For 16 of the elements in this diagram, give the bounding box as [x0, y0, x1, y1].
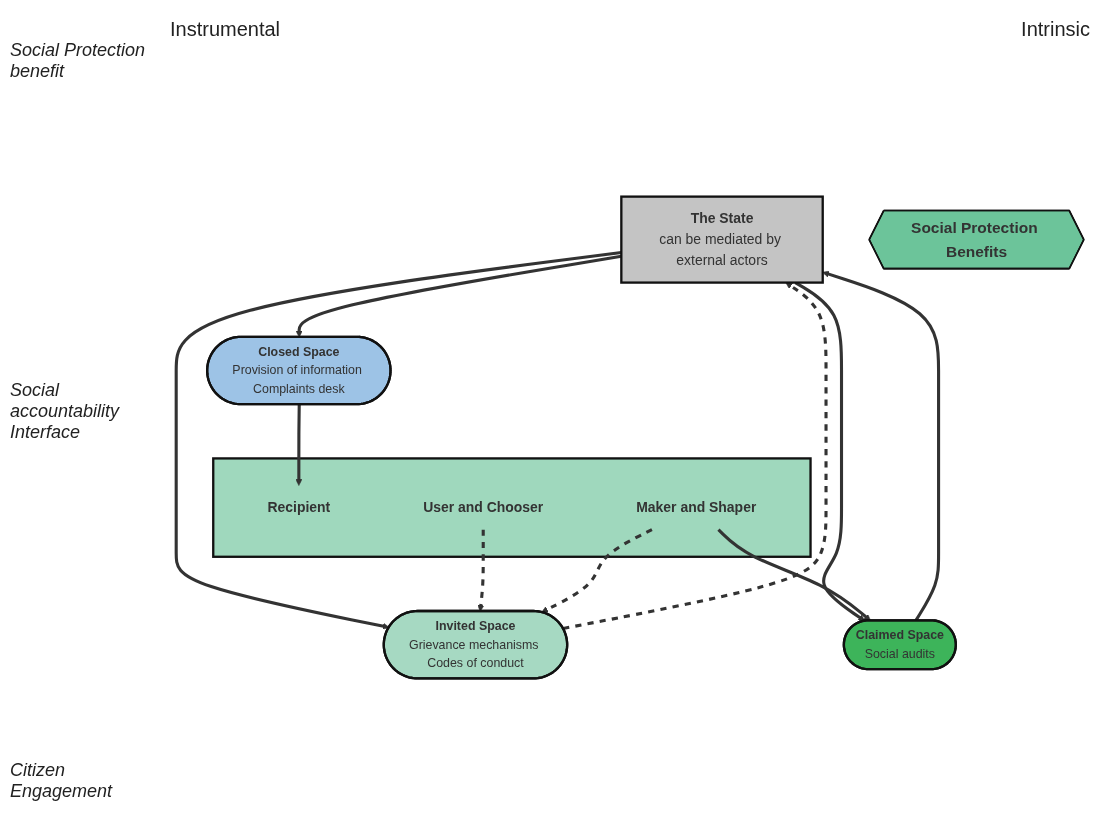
arrow — [541, 528, 653, 613]
arrow — [477, 529, 485, 612]
node-text: Recipient — [267, 499, 331, 515]
row-label: Citizen Engagement — [10, 760, 114, 802]
node-text: User and Chooser — [423, 499, 544, 515]
cluster — [212, 457, 812, 558]
arrow — [174, 251, 622, 630]
scale-end-label: Instrumental — [170, 18, 281, 41]
arrow — [562, 282, 828, 630]
arrow — [717, 528, 871, 621]
scale-end-label: Intrinsic — [1021, 18, 1090, 41]
row-label: Social accountability Interface — [10, 380, 121, 443]
node-box: The State can be mediated by external actors — [620, 195, 824, 284]
arrow — [295, 404, 303, 486]
node-text: Maker and Shaper — [636, 499, 757, 515]
row-label: Social Protection benefit — [10, 40, 147, 82]
